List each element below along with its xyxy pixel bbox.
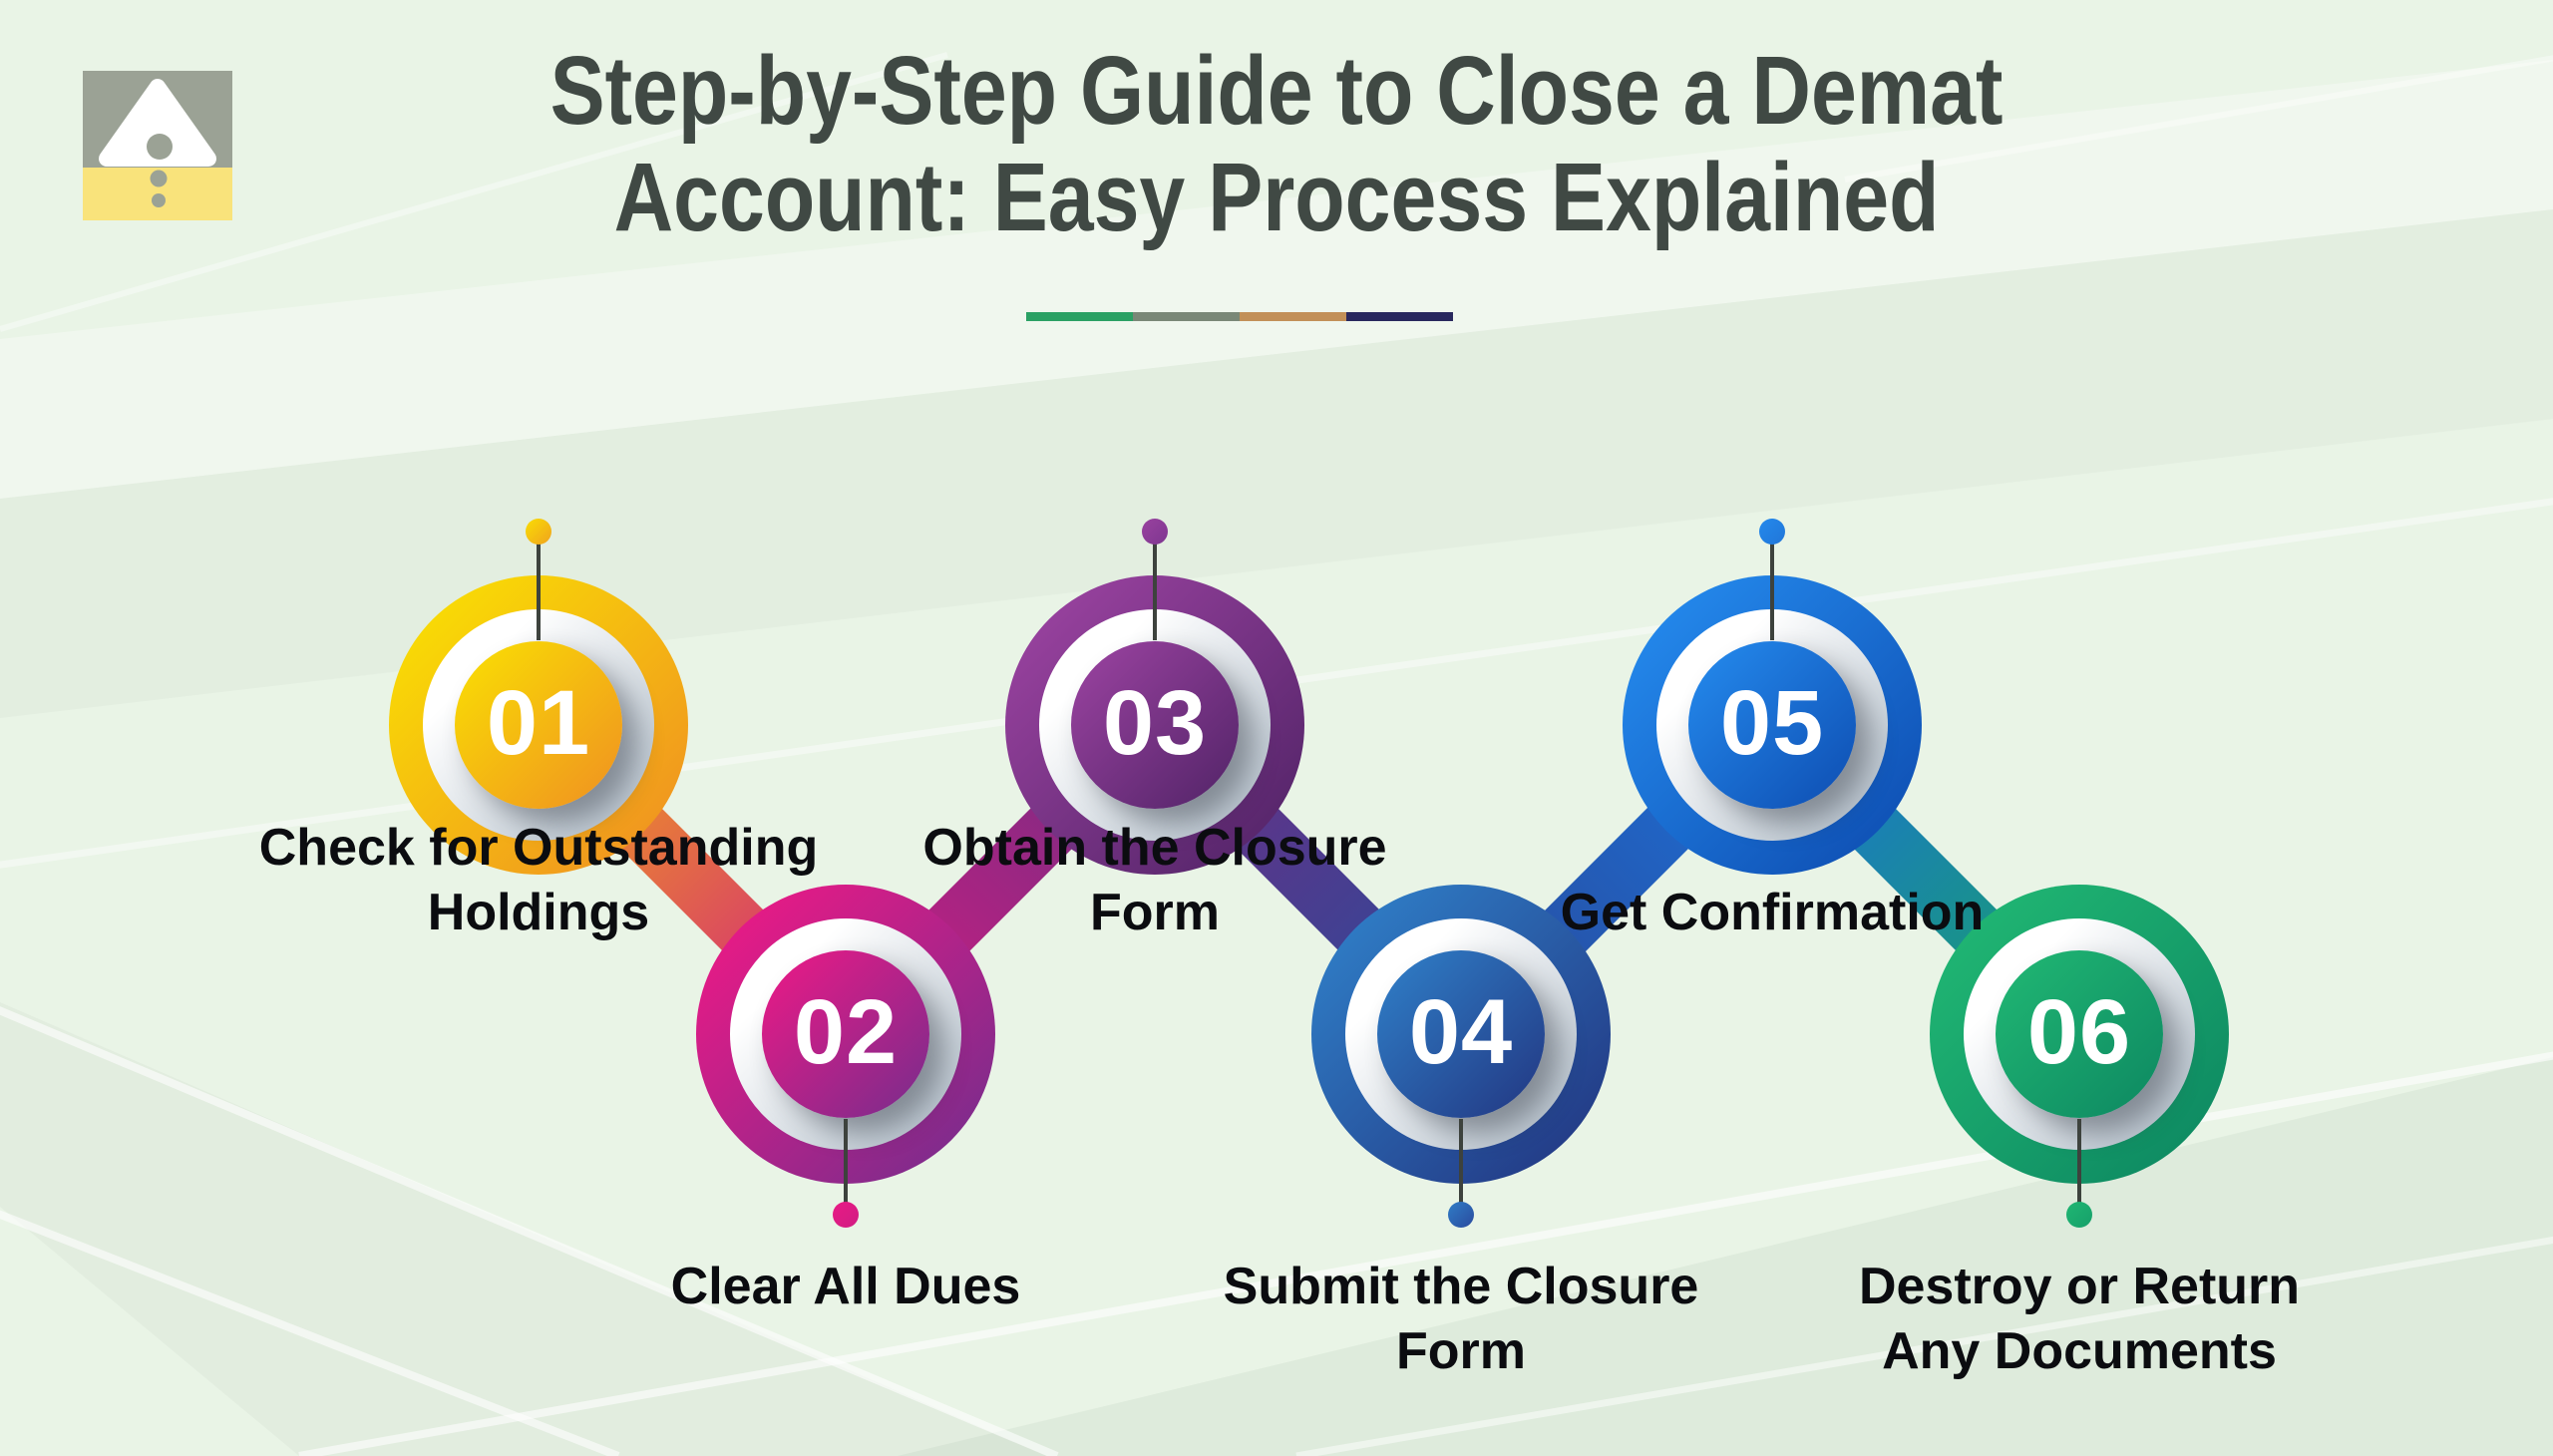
step-label-text: Check for Outstanding Holdings	[258, 819, 819, 941]
step-inner-circle-06: 06	[1996, 950, 2163, 1118]
step-circle-04: 04	[1311, 885, 1611, 1184]
step-circle-01: 01	[389, 575, 688, 875]
step-number-06: 06	[2026, 981, 2132, 1083]
step-number-01: 01	[486, 672, 591, 774]
step-label-text: Destroy or Return Any Documents	[1858, 1258, 2301, 1380]
step-label-01: Check for Outstanding Holdings	[199, 816, 878, 945]
step-inner-circle-05: 05	[1688, 641, 1856, 809]
connector-dot-06	[2066, 1202, 2092, 1228]
connector-dot-04	[1448, 1202, 1474, 1228]
step-number-03: 03	[1102, 672, 1208, 774]
underline-segment-3	[1240, 312, 1346, 321]
step-number-05: 05	[1719, 672, 1825, 774]
step-inner-circle-04: 04	[1377, 950, 1545, 1118]
step-label-text: Clear All Dues	[670, 1258, 1021, 1315]
underline-segment-2	[1133, 312, 1240, 321]
step-circle-02: 02	[696, 885, 995, 1184]
step-inner-circle-01: 01	[455, 641, 622, 809]
step-inner-circle-02: 02	[762, 950, 929, 1118]
connector-stem-01	[537, 532, 541, 640]
step-label-02: Clear All Dues	[507, 1255, 1185, 1319]
brand-logo	[83, 71, 232, 220]
step-circle-03: 03	[1005, 575, 1304, 875]
step-label-03: Obtain the Closure Form	[816, 816, 1494, 945]
step-label-04: Submit the Closure Form	[1122, 1255, 1800, 1384]
connector-stem-04	[1459, 1119, 1463, 1215]
step-label-05: Get Confirmation	[1433, 881, 2111, 945]
underline-segment-1	[1026, 312, 1133, 321]
step-label-text: Obtain the Closure Form	[922, 819, 1387, 941]
connector-stem-06	[2077, 1119, 2081, 1215]
step-label-06: Destroy or Return Any Documents	[1740, 1255, 2418, 1384]
title-line-1: Step-by-Step Guide to Close a Demat	[549, 36, 2004, 145]
connector-stem-02	[844, 1119, 848, 1215]
connector-stem-05	[1770, 532, 1774, 640]
step-inner-circle-03: 03	[1071, 641, 1239, 809]
connector-dot-05	[1759, 519, 1785, 545]
step-label-text: Get Confirmation	[1560, 884, 1985, 941]
step-number-02: 02	[793, 981, 899, 1083]
logo-dots-icon	[150, 170, 168, 207]
page-title: Step-by-Step Guide to Close a Demat Acco…	[191, 36, 2362, 251]
connector-dot-03	[1142, 519, 1168, 545]
step-label-text: Submit the Closure Form	[1223, 1258, 1699, 1380]
connector-dot-02	[833, 1202, 859, 1228]
title-line-2: Account: Easy Process Explained	[613, 142, 1940, 251]
triangle-icon	[99, 79, 216, 167]
step-number-04: 04	[1408, 981, 1514, 1083]
title-underline	[1026, 312, 1453, 321]
underline-segment-4	[1346, 312, 1453, 321]
connector-dot-01	[526, 519, 551, 545]
connector-stem-03	[1153, 532, 1157, 640]
